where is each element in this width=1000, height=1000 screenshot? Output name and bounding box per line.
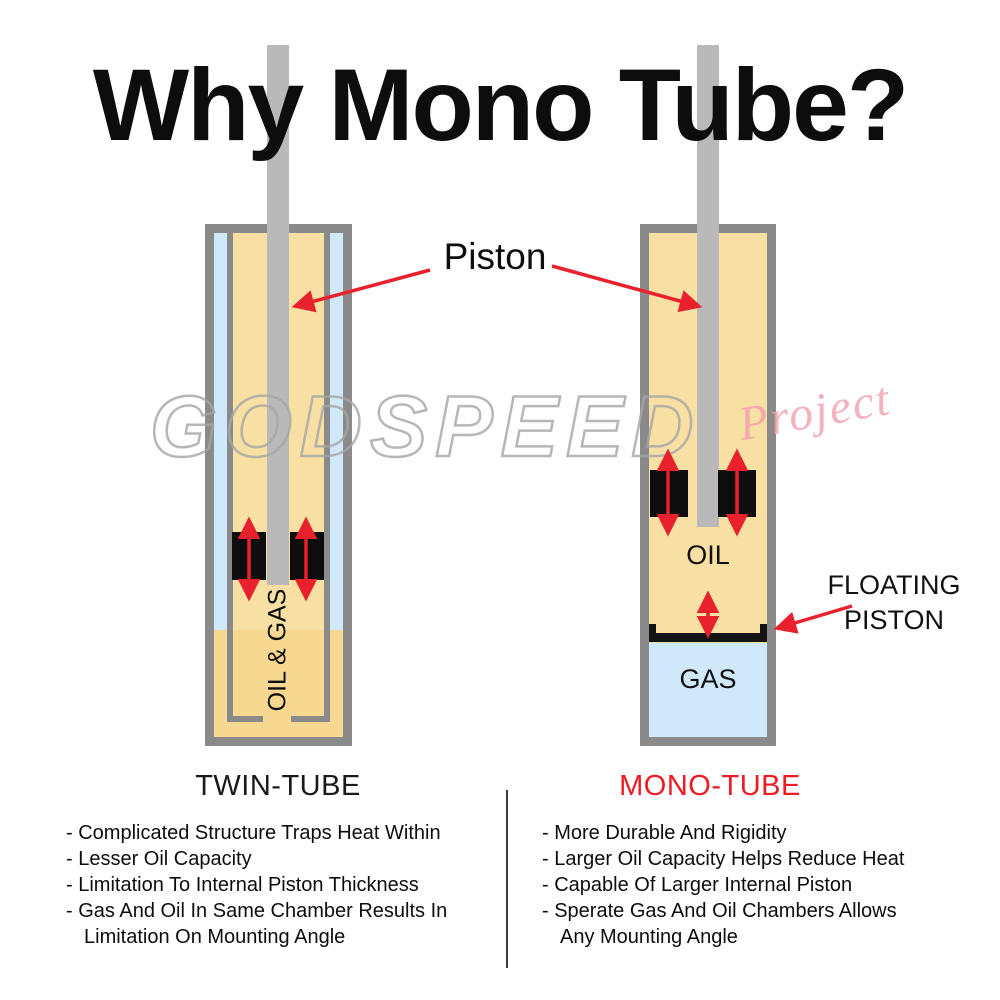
gas-label: GAS (679, 664, 737, 694)
floating-piston-callout-label: FLOATING PISTON (818, 568, 970, 638)
twin-points-list: - Complicated Structure Traps Heat Withi… (66, 820, 511, 950)
oil-gas-label: OIL & GAS (263, 588, 292, 712)
mono-gas-chamber (649, 643, 767, 737)
twin-inner-wall-bottom-left (233, 716, 263, 722)
list-item: - Gas And Oil In Same Chamber Results In (66, 900, 448, 922)
list-item: Any Mounting Angle (560, 926, 738, 948)
list-item: - Larger Oil Capacity Helps Reduce Heat (542, 848, 905, 870)
twin-tube-caption: TWIN-TUBE (195, 770, 361, 802)
list-item: - More Durable And Rigidity (542, 822, 787, 844)
twin-piston-block-right (290, 532, 324, 580)
floating-piston-cap-left (649, 624, 656, 634)
list-item: - Capable Of Larger Internal Piston (542, 874, 853, 896)
floating-piston-bar (649, 633, 767, 642)
twin-inner-wall-right (324, 233, 330, 722)
center-divider-line (506, 790, 508, 968)
page-title: Why Mono Tube? (92, 48, 909, 162)
list-item: - Sperate Gas And Oil Chambers Allows (542, 900, 897, 922)
piston-callout-label: Piston (443, 236, 547, 277)
twin-inner-wall-bottom-right (291, 716, 324, 722)
floating-piston-label-line1: FLOATING (827, 570, 961, 600)
mono-points-list: - More Durable And Rigidity - Larger Oil… (542, 820, 982, 950)
twin-piston-block-left (232, 532, 266, 580)
list-item: - Lesser Oil Capacity (66, 848, 252, 870)
oil-label: OIL (686, 540, 730, 570)
mono-piston-block-right (718, 470, 756, 517)
twin-piston-rod (267, 45, 289, 585)
list-item: - Complicated Structure Traps Heat Withi… (66, 822, 441, 844)
twin-inner-wall-left (227, 233, 233, 722)
mono-piston-rod (697, 45, 719, 527)
mono-tube-caption: MONO-TUBE (619, 770, 801, 802)
list-item: - Limitation To Internal Piston Thicknes… (66, 874, 419, 896)
twin-outer-chamber-right (330, 233, 343, 630)
twin-outer-chamber-left (214, 233, 227, 630)
list-item: Limitation On Mounting Angle (84, 926, 346, 948)
floating-piston-label-line2: PISTON (843, 605, 945, 635)
mono-piston-block-left (650, 470, 688, 517)
floating-piston-cap-right (760, 624, 767, 634)
